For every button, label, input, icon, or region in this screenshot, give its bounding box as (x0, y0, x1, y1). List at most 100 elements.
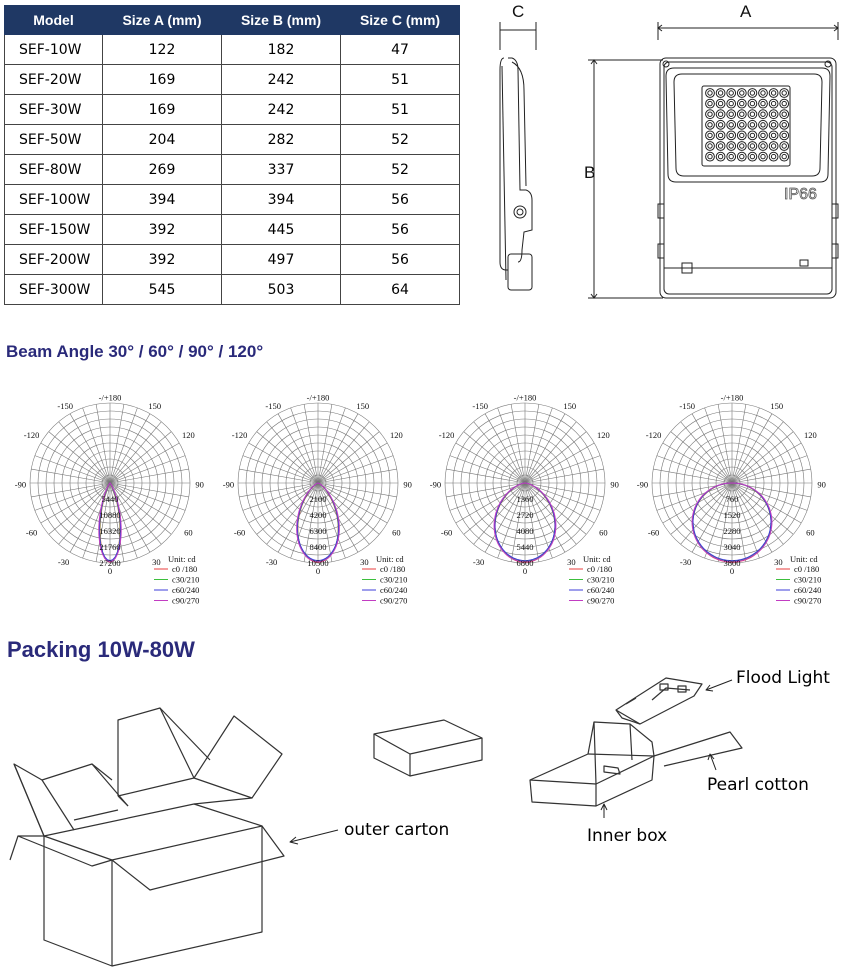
polar-spoke (317, 482, 333, 562)
polar-spoke (524, 421, 577, 484)
led-outer (705, 109, 715, 120)
angle-label: -30 (473, 557, 484, 567)
polar-spoke (662, 442, 733, 484)
cell-model: SEF-100W (4, 184, 103, 215)
led-outer (768, 119, 779, 130)
led-inner (781, 111, 787, 117)
polar-spoke (109, 442, 180, 484)
legend-entry: c60/240 (794, 585, 821, 595)
polar-spoke (704, 407, 733, 484)
polar-spoke (82, 482, 111, 559)
polar-spoke (731, 482, 760, 559)
angle-label: -/+180 (99, 392, 122, 402)
polar-spoke (248, 442, 319, 484)
led-outer (758, 141, 768, 151)
polar-spoke (446, 468, 526, 484)
cell-size-a: 545 (102, 274, 222, 305)
cell-size-c: 51 (340, 94, 460, 125)
led-outer (736, 130, 747, 141)
polar-spoke (497, 482, 526, 559)
cell-size-b: 445 (221, 214, 341, 245)
cell-size-c: 52 (340, 124, 460, 155)
polar-spoke (524, 482, 577, 545)
led-outer (705, 98, 715, 109)
led-inner (707, 132, 713, 139)
led-outer (758, 151, 768, 162)
cell-size-a: 122 (102, 34, 222, 65)
angle-label: 120 (182, 430, 195, 440)
ring-value-label: 5440 (517, 542, 534, 552)
polar-spoke (717, 404, 733, 484)
led-inner (781, 143, 787, 149)
polar-spoke (290, 482, 319, 559)
polar-spoke (484, 482, 526, 553)
led-inner (770, 90, 777, 96)
polar-spoke (317, 404, 333, 484)
dimension-drawing: C A B IP66 (499, 2, 839, 299)
led-inner (739, 132, 745, 139)
cell-size-a: 169 (102, 94, 222, 125)
polar-spoke (82, 407, 111, 484)
ring-value-label: 6800 (517, 558, 534, 568)
led-inner (749, 143, 756, 149)
angle-label: 60 (599, 528, 608, 538)
led-outer (715, 88, 726, 98)
polar-spoke (524, 482, 553, 559)
col-header-size-b: Size B (mm) (221, 5, 341, 35)
led-outer (758, 130, 768, 141)
polar-spoke (239, 482, 319, 498)
led-outer (747, 88, 758, 98)
led-inner (717, 143, 724, 149)
led-outer (747, 98, 758, 109)
led-inner (781, 132, 787, 139)
polar-spoke (109, 404, 125, 484)
ring-value-label: 5440 (102, 494, 119, 504)
led-outer (705, 141, 715, 151)
led-inner (717, 153, 724, 160)
small-box-drawing (373, 719, 483, 777)
polar-spoke (731, 455, 808, 484)
polar-spoke (317, 482, 397, 498)
led-inner (760, 122, 766, 128)
led-inner (749, 153, 756, 160)
led-inner (728, 132, 734, 139)
cell-size-b: 242 (221, 94, 341, 125)
led-outer (715, 98, 726, 109)
polar-spoke (242, 482, 319, 511)
angle-label: -30 (58, 557, 69, 567)
led-inner (770, 132, 777, 139)
col-header-size-c: Size C (mm) (340, 5, 460, 35)
cell-size-c: 52 (340, 154, 460, 185)
led-inner (728, 153, 734, 160)
polar-spoke (524, 413, 566, 484)
polar-spoke (248, 482, 319, 524)
legend-entry: c60/240 (587, 585, 614, 595)
legend-entry: c30/210 (794, 575, 821, 585)
led-inner (707, 153, 713, 160)
led-outer (768, 98, 779, 109)
spec-table: Model Size A (mm) Size B (mm) Size C (mm… (4, 5, 460, 305)
polar-spoke (510, 404, 526, 484)
cell-model: SEF-50W (4, 124, 103, 155)
polar-spoke (239, 468, 319, 484)
ring-value-label: 2720 (517, 510, 534, 520)
cell-size-b: 337 (221, 154, 341, 185)
label-flood-light: Flood Light (736, 668, 830, 688)
angle-label: 150 (563, 401, 576, 411)
ring-value-label: 16320 (99, 526, 120, 536)
led-outer (736, 98, 747, 109)
angle-label: 120 (804, 430, 817, 440)
legend-entry: c0 /180 (587, 564, 612, 574)
polar-spoke (303, 482, 319, 562)
polar-spoke (109, 482, 125, 562)
polar-spoke (731, 482, 773, 553)
led-outer (779, 119, 790, 130)
ring-value-label: 1360 (517, 494, 534, 504)
polar-spoke (95, 404, 111, 484)
led-inner (717, 132, 724, 139)
angle-label: 150 (770, 401, 783, 411)
polar-spoke (109, 455, 186, 484)
led-inner (728, 90, 734, 96)
polar-spoke (524, 468, 604, 484)
